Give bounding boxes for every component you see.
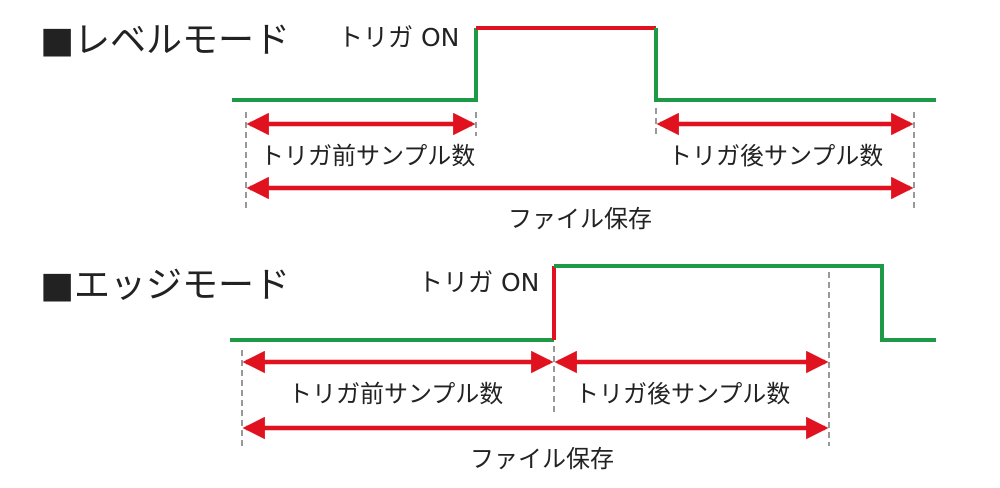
level-signal-low-after bbox=[654, 28, 936, 102]
level-mode-title: ■レベルモード bbox=[40, 20, 290, 61]
level-pre-sample-label: トリガ前サンプル数 bbox=[260, 142, 475, 170]
edge-mode-section: ■エッジモード トリガ ON トリガ前サンプル数 トリガ後サンプル数 ファイル保… bbox=[40, 264, 936, 473]
level-file-save-label: ファイル保存 bbox=[508, 205, 652, 233]
edge-pre-sample-label: トリガ前サンプル数 bbox=[288, 380, 503, 408]
edge-trigger-on-label: トリガ ON bbox=[418, 268, 539, 297]
level-post-sample-label: トリガ後サンプル数 bbox=[668, 142, 883, 170]
edge-signal-high-and-fall bbox=[554, 264, 936, 342]
level-trigger-on-label: トリガ ON bbox=[338, 23, 459, 52]
edge-file-save-label: ファイル保存 bbox=[470, 445, 614, 473]
level-mode-section: ■レベルモード トリガ ON トリガ前サンプル数 トリガ後サンプル数 ファイル保… bbox=[40, 20, 936, 233]
edge-post-sample-label: トリガ後サンプル数 bbox=[575, 380, 790, 408]
level-signal-low-before bbox=[232, 28, 478, 102]
edge-mode-title: ■エッジモード bbox=[40, 265, 290, 306]
